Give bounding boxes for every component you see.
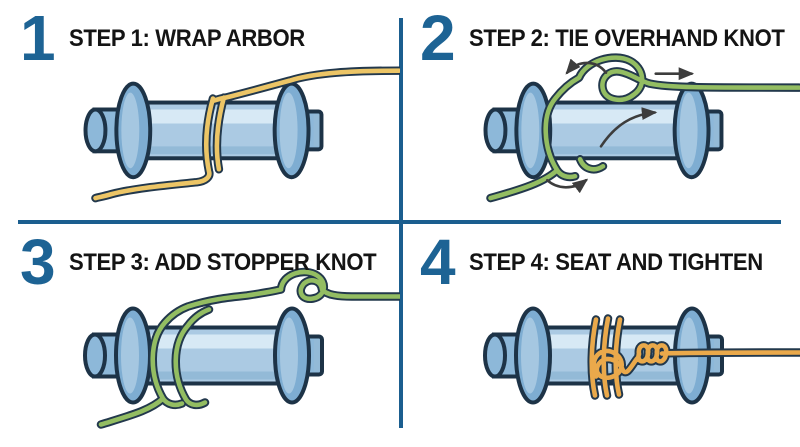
rotate-left-arrow-icon [565,58,608,75]
step-4-title: STEP 4: SEAT AND TIGHTEN [468,249,763,276]
step-4-header: 4 STEP 4: SEAT AND TIGHTEN [420,226,788,298]
step-2-panel: 2 STEP 2: TIE OVERHAND KNOT [400,0,800,221]
step-3-title: STEP 3: ADD STOPPER KNOT [68,249,377,276]
step-2-title: STEP 2: TIE OVERHAND KNOT [468,25,785,52]
horizontal-divider [18,220,781,224]
spool-graphic [83,306,324,405]
step-2-number: 2 [420,2,456,74]
step-3-header: 3 STEP 3: ADD STOPPER KNOT [20,226,403,298]
step-2-illustration [483,0,800,221]
step-1-header: 1 STEP 1: WRAP ARBOR [20,2,325,74]
step-1-title: STEP 1: WRAP ARBOR [68,25,305,52]
loop-under-arrow-icon [545,178,589,194]
step-4-panel: 4 STEP 4: SEAT AND TIGHTEN [400,224,800,447]
step-1-number: 1 [20,2,56,74]
wrap-direction-arrow-icon [599,107,658,148]
step-2-header: 2 STEP 2: TIE OVERHAND KNOT [420,2,800,74]
step-1-panel: 1 STEP 1: WRAP ARBOR [0,0,400,221]
step-3-panel: 3 STEP 3: ADD STOPPER KNOT [0,224,400,447]
step-3-number: 3 [20,226,56,298]
step-4-number: 4 [420,226,456,298]
